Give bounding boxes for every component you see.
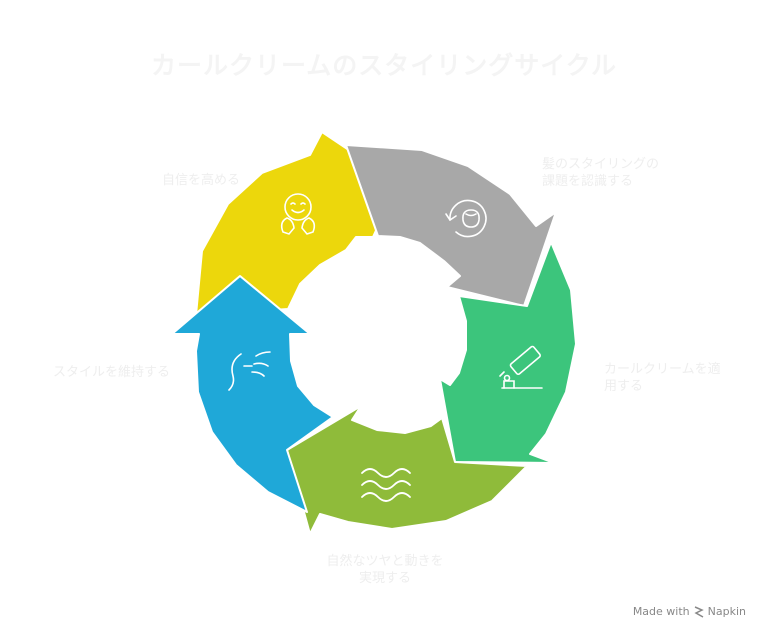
refresh-head-icon <box>445 199 487 238</box>
stage-arrow-recognize <box>345 144 557 307</box>
stage-label-apply: カールクリームを適 用する <box>604 362 721 394</box>
stage-arrow-maintain <box>171 275 334 513</box>
stage-label-confidence: 自信を高める <box>161 173 240 188</box>
brand-name: Napkin <box>707 605 746 618</box>
stage-label-shine: 自然なツヤと動きを 実現する <box>326 554 444 586</box>
page-title: カールクリームのスタイリングサイクル <box>150 51 617 80</box>
toothbrush-tube-icon <box>499 345 543 389</box>
happy-face-icon <box>280 193 316 235</box>
napkin-brand[interactable]: Made with Napkin <box>633 605 746 618</box>
stage-label-maintain: スタイルを維持する <box>52 365 170 380</box>
stage-label-recognize: 髪のスタイリングの 課題を認識する <box>542 157 660 189</box>
stage-arrow-apply <box>439 241 577 464</box>
waves-icon <box>361 468 411 502</box>
napkin-logo-icon <box>694 605 704 618</box>
blowing-face-icon <box>228 351 271 391</box>
brand-prefix: Made with <box>632 605 690 618</box>
